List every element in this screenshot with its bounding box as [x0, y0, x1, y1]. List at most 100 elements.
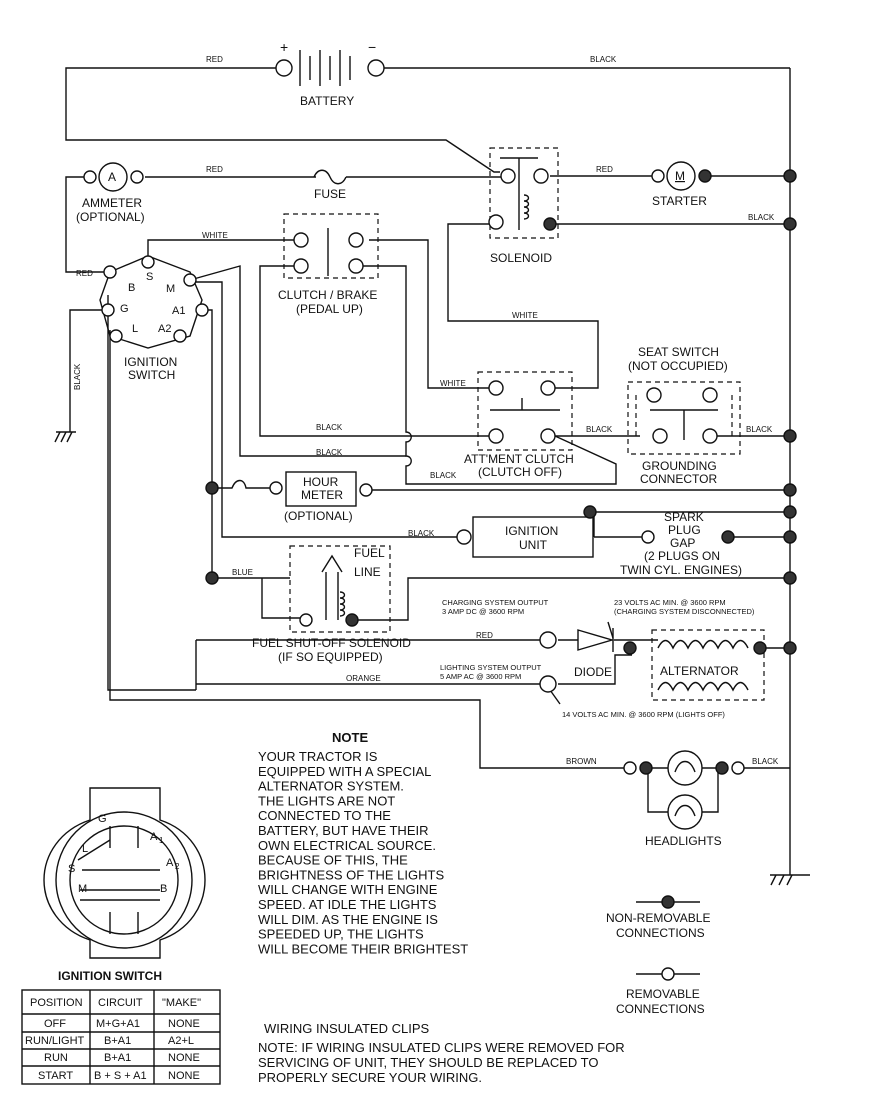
charging-output-rating: 3 AMP DC @ 3600 RPM — [442, 607, 524, 616]
pin-g: G — [120, 303, 129, 315]
starter-symbol: M — [675, 169, 685, 183]
clips-note: WIRING INSULATED CLIPS NOTE: IF WIRING I… — [258, 1021, 625, 1085]
hour-label-2: METER — [301, 488, 343, 502]
ammeter-label: AMMETER — [82, 196, 142, 210]
note-line: BRIGHTNESS OF THE LIGHTS — [258, 867, 444, 882]
clips-line-3: PROPERLY SECURE YOUR WIRING. — [258, 1070, 482, 1085]
lighting-output-label: LIGHTING SYSTEM OUTPUT — [440, 663, 542, 672]
legend-nonremovable: NON-REMOVABLE — [606, 911, 710, 925]
fuel-shutoff-solenoid: FUEL LINE FUEL SHUT-OFF SOLENOID (IF SO … — [252, 545, 411, 664]
spark-label-4: (2 PLUGS ON — [644, 549, 720, 563]
pin-s: S — [146, 271, 153, 283]
th-circuit: CIRCUIT — [98, 997, 143, 1009]
battery-label: BATTERY — [300, 94, 354, 108]
wire-black-ground: BLACK — [746, 425, 773, 434]
attment-sublabel: (CLUTCH OFF) — [478, 465, 562, 479]
headlights-label: HEADLIGHTS — [645, 834, 722, 848]
ammeter-optional: (OPTIONAL) — [76, 210, 145, 224]
wire-black-ground-left: BLACK — [73, 363, 82, 390]
th-make: "MAKE" — [162, 997, 201, 1009]
charging-output-label: CHARGING SYSTEM OUTPUT — [442, 598, 549, 607]
wire-black-battery: BLACK — [590, 55, 617, 64]
solenoid: SOLENOID — [488, 147, 559, 265]
lighting-output-rating: 5 AMP AC @ 3600 RPM — [440, 672, 521, 681]
note-line: BATTERY, BUT HAVE THEIR — [258, 823, 429, 838]
note-line: ALTERNATOR SYSTEM. — [258, 779, 404, 794]
face-pin-m: M — [78, 883, 87, 895]
grounding-sublabel: CONNECTOR — [640, 472, 717, 486]
wire-labels: RED BLACK RED RED BLACK WHITE RED WHITE … — [73, 55, 779, 766]
face-pin-a2: A — [166, 857, 174, 869]
wire-orange: ORANGE — [346, 674, 381, 683]
attment-label: ATT'MENT CLUTCH — [464, 452, 574, 466]
note-line: BECAUSE OF THIS, THE — [258, 853, 408, 868]
diode-label: DIODE — [574, 665, 612, 679]
td-r2-c1: B+A1 — [104, 1052, 131, 1064]
ignunit-label: IGNITION — [505, 524, 558, 538]
td-r3-c2: NONE — [168, 1070, 200, 1082]
wire-white-solenoid: WHITE — [512, 311, 538, 320]
legend-nonremovable-2: CONNECTIONS — [616, 926, 705, 940]
wire-red-ignition: RED — [76, 269, 93, 278]
v14-label: 14 VOLTS AC MIN. @ 3600 RPM (LIGHTS OFF) — [562, 710, 725, 719]
note-line: YOUR TRACTOR IS — [258, 749, 378, 764]
face-pin-l: L — [82, 843, 88, 855]
ignition-sublabel: SWITCH — [128, 368, 175, 382]
wire-red-battery: RED — [206, 55, 223, 64]
alternator-label: ALTERNATOR — [660, 664, 739, 678]
note-title: NOTE — [332, 730, 368, 745]
starter-motor: M STARTER — [651, 161, 712, 208]
seat-switch: SEAT SWITCH (NOT OCCUPIED) GROUNDING CON… — [627, 345, 741, 486]
wire-white-clutch: WHITE — [202, 231, 228, 240]
td-r2-c2: NONE — [168, 1052, 200, 1064]
note-line: WILL DIM. AS THE ENGINE IS — [258, 912, 438, 927]
battery: + − BATTERY — [275, 39, 385, 108]
td-r3-c0: START — [38, 1070, 73, 1082]
ignition-switch-face: G A 1 A 2 S M B L IGNITION SWITCH — [43, 787, 206, 983]
seat-sublabel: (NOT OCCUPIED) — [628, 359, 728, 373]
grounding-label: GROUNDING — [642, 459, 717, 473]
wire-white-attment: WHITE — [440, 379, 466, 388]
note-line: SPEEDED UP, THE LIGHTS — [258, 927, 424, 942]
pin-a1: A1 — [172, 305, 185, 317]
ignition-unit: IGNITION UNIT — [456, 516, 594, 558]
td-r2-c0: RUN — [44, 1052, 68, 1064]
clips-title: WIRING INSULATED CLIPS — [264, 1021, 430, 1036]
fuse: FUSE — [313, 169, 347, 201]
ammeter-symbol: A — [108, 170, 116, 184]
note-line: EQUIPPED WITH A SPECIAL — [258, 764, 431, 779]
clips-line-1: NOTE: IF WIRING INSULATED CLIPS WERE REM… — [258, 1040, 625, 1055]
spark-plug: SPARK PLUG GAP (2 PLUGS ON TWIN CYL. ENG… — [620, 510, 742, 577]
ignunit-sublabel: UNIT — [519, 538, 548, 552]
td-r0-c1: M+G+A1 — [96, 1018, 140, 1030]
legend-removable-2: CONNECTIONS — [616, 1002, 705, 1016]
spark-label-5: TWIN CYL. ENGINES) — [620, 563, 742, 577]
wire-red-fuse: RED — [206, 165, 223, 174]
clutch-label: CLUTCH / BRAKE — [278, 288, 377, 302]
wire-red-starter: RED — [596, 165, 613, 174]
td-r1-c2: A2+L — [168, 1035, 194, 1047]
starter-label: STARTER — [652, 194, 707, 208]
td-r0-c2: NONE — [168, 1018, 200, 1030]
fuel-line-label: LINE — [354, 565, 381, 579]
note-line: WILL CHANGE WITH ENGINE — [258, 882, 438, 897]
ammeter: A AMMETER (OPTIONAL) — [76, 162, 145, 224]
wire-brown: BROWN — [566, 757, 597, 766]
wire-red-charging: RED — [476, 631, 493, 640]
wire-black-attment: BLACK — [430, 471, 457, 480]
spark-label-3: GAP — [670, 536, 695, 550]
face-pin-a2-sub: 2 — [175, 862, 180, 871]
ignition-label: IGNITION — [124, 355, 177, 369]
ground-bus-connections — [205, 169, 797, 655]
hour-optional: (OPTIONAL) — [284, 509, 353, 523]
battery-minus: − — [368, 39, 376, 55]
hour-meter: HOUR METER (OPTIONAL) — [269, 471, 373, 523]
td-r3-c1: B + S + A1 — [94, 1070, 147, 1082]
legend-removable: REMOVABLE — [626, 987, 700, 1001]
pin-m: M — [166, 283, 175, 295]
fuse-label: FUSE — [314, 187, 346, 201]
pin-a2: A2 — [158, 323, 171, 335]
face-pin-a1-sub: 1 — [159, 836, 164, 845]
pin-l: L — [132, 323, 138, 335]
